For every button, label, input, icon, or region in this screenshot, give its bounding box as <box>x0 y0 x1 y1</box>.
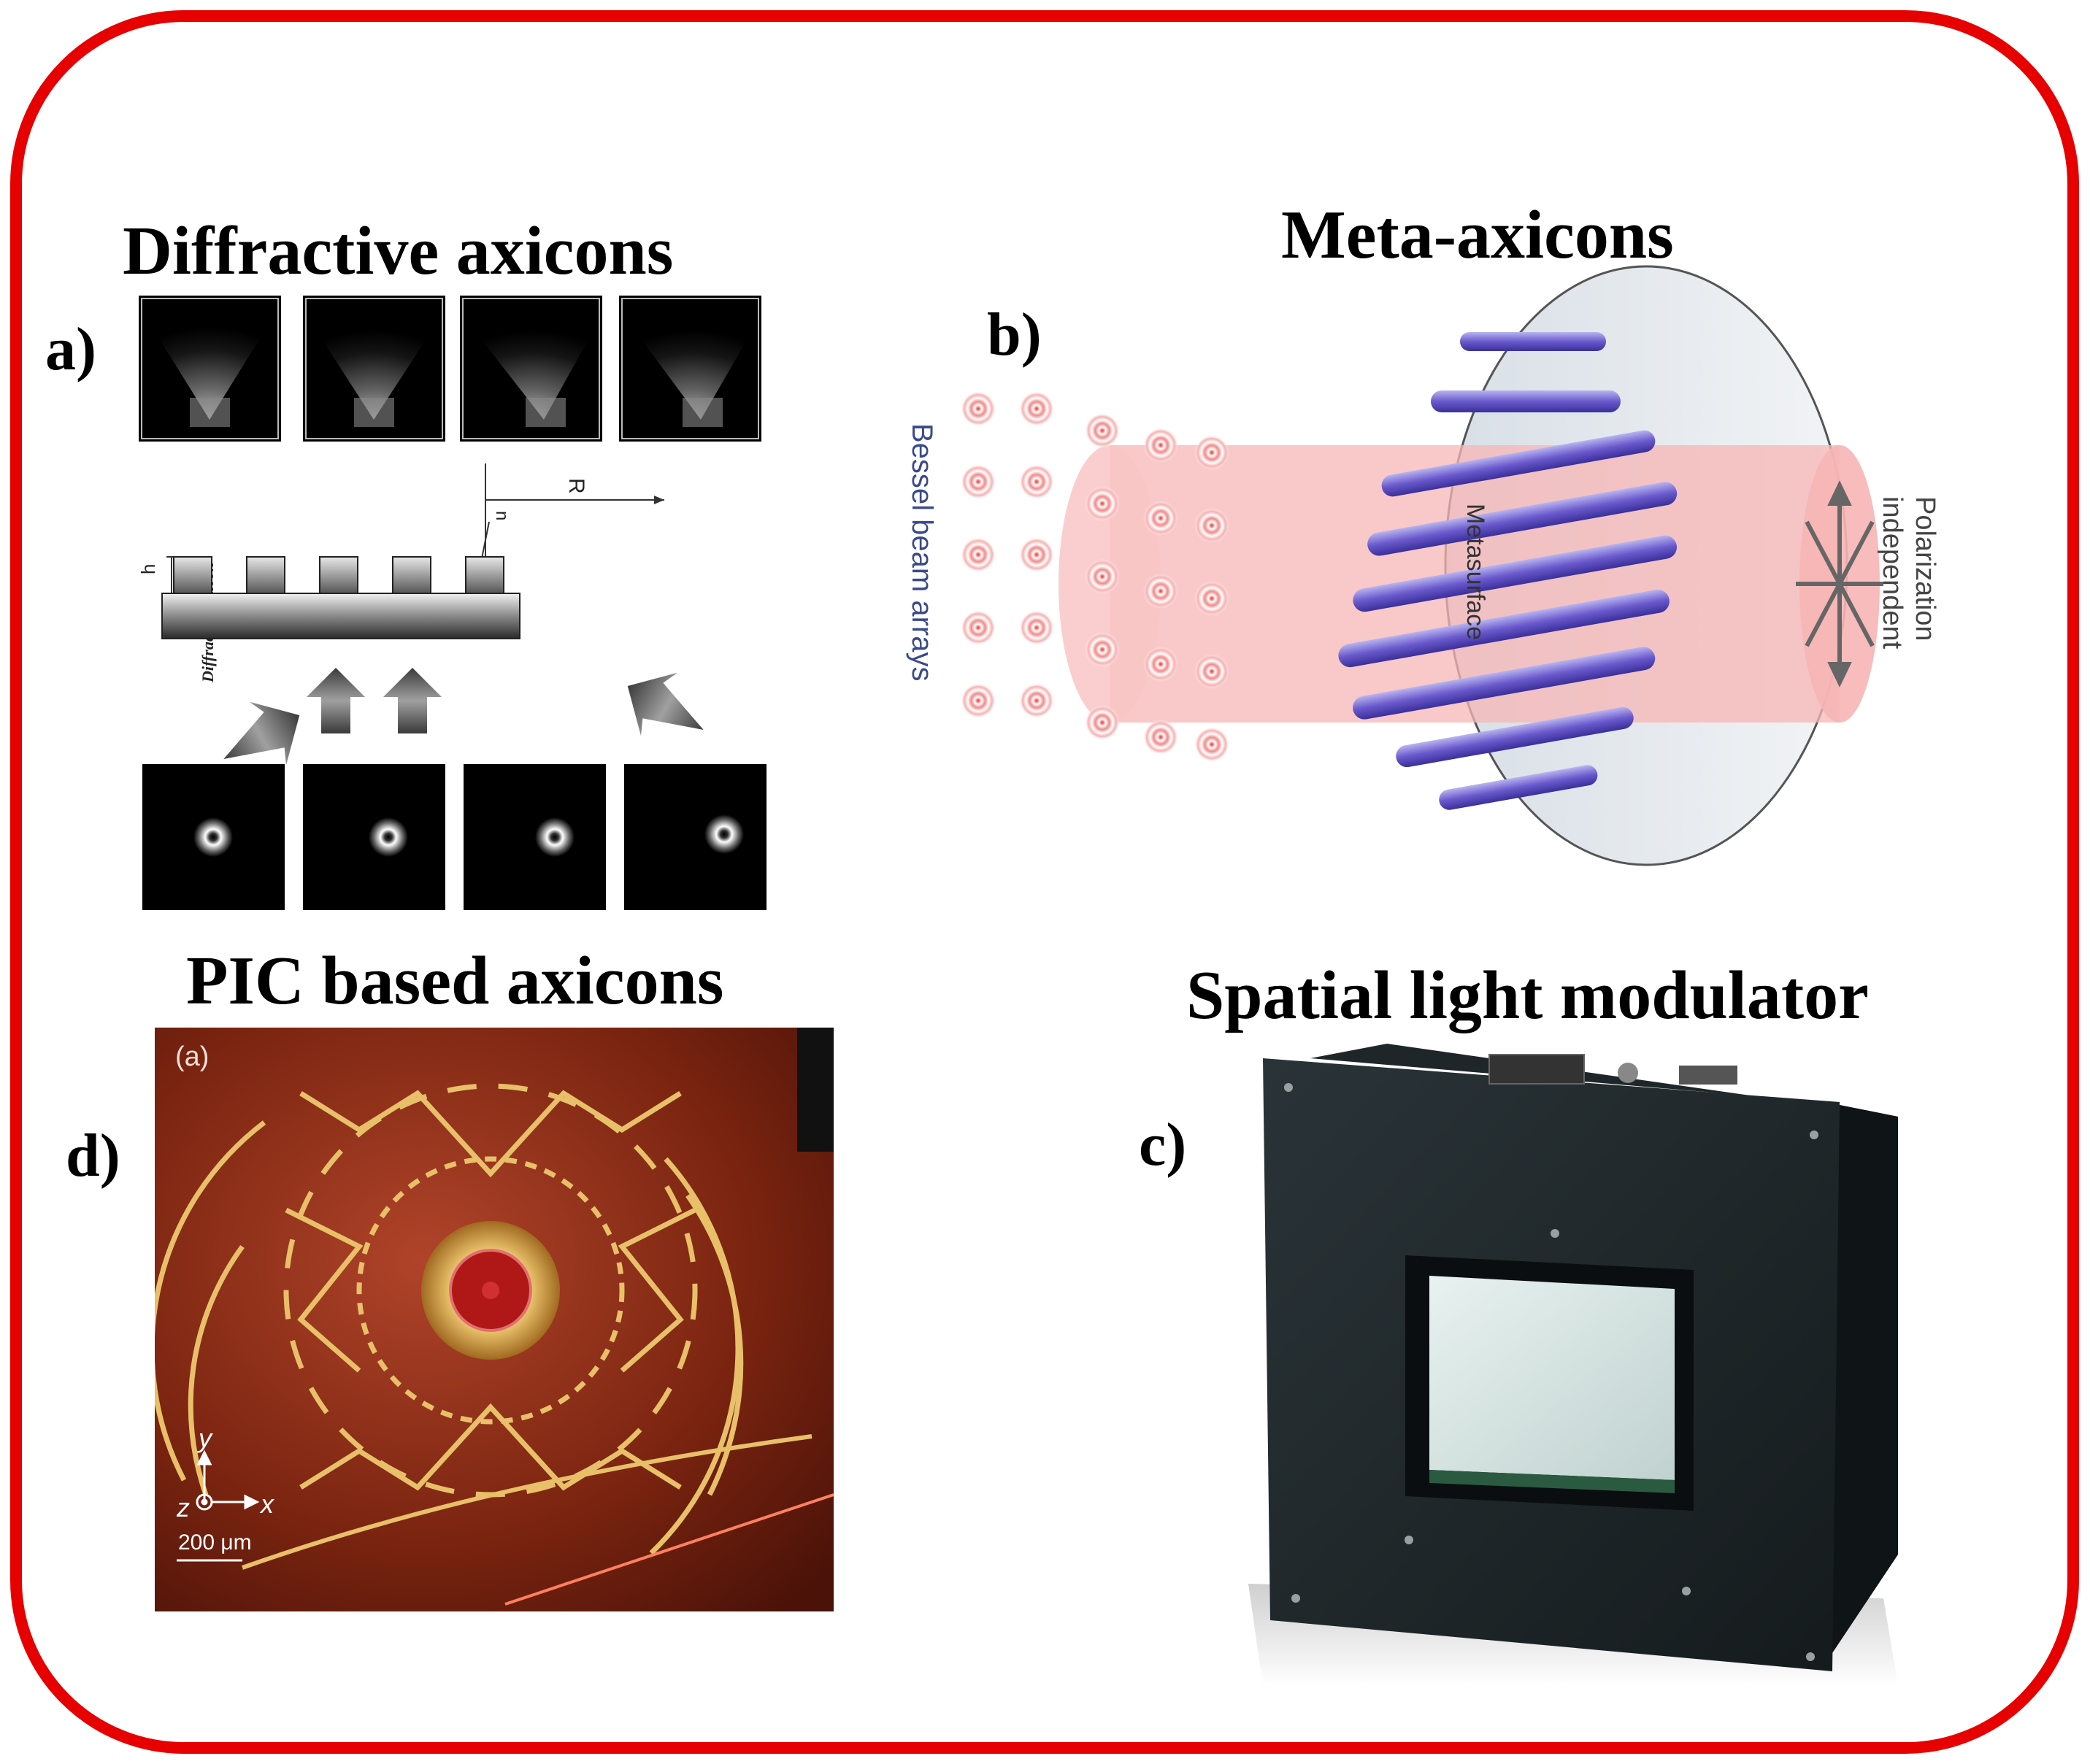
axis-y-label: y <box>196 1423 213 1453</box>
intensity-pattern-2 <box>303 296 445 442</box>
panel-a-letter: a) <box>45 315 96 383</box>
pic-axis-indicator <box>177 1449 260 1562</box>
label-independent: independent <box>1877 496 1907 650</box>
beam-profile-1 <box>142 764 285 910</box>
pic-title: PIC based axicons <box>186 943 724 1019</box>
intensity-pattern-1 <box>139 296 281 442</box>
intensity-pattern-3 <box>460 296 602 442</box>
label-R: R <box>564 478 588 494</box>
label-h: h <box>137 564 159 574</box>
meta-axicon-diagram: Bessel beam arrays Metasurface Polarizat… <box>906 265 1940 866</box>
panel-d-letter: d) <box>66 1122 120 1190</box>
label-metasurface: Metasurface <box>1461 504 1489 640</box>
slm-screws <box>1284 1083 1818 1661</box>
polarization-arrows <box>1796 480 1883 688</box>
label-n: n <box>492 511 512 520</box>
slm-device-photo <box>1248 1044 1898 1686</box>
grating-substrate <box>161 593 520 639</box>
label-bessel-beam-arrays: Bessel beam arrays <box>906 423 938 681</box>
meta-title: Meta-axicons <box>1281 197 1674 273</box>
incident-arrows <box>223 668 704 766</box>
nanopillar-array <box>1338 332 1678 810</box>
beam-profile-3 <box>464 764 606 910</box>
panel-b-letter: b) <box>987 301 1042 369</box>
grating-teeth <box>173 556 504 594</box>
axis-x-label: x <box>259 1489 275 1519</box>
diffractive-title: Diffractive axicons <box>123 213 674 289</box>
scale-bar-label: 200 μm <box>178 1530 252 1555</box>
intensity-pattern-4 <box>619 296 761 442</box>
diffractive-axicon-diagram: R n h Diffractive axicon <box>137 296 767 910</box>
panel-c-letter: c) <box>1139 1111 1187 1179</box>
waveguide-pattern <box>155 1083 834 1606</box>
label-polarization: Polarization <box>1910 496 1940 642</box>
pic-axicon-photo: (a) y z x 200 μm <box>155 1028 834 1611</box>
bessel-beam-dots <box>961 391 1229 762</box>
slm-title: Spatial light modulator <box>1186 958 1869 1033</box>
pic-sub-label: (a) <box>175 1041 209 1072</box>
slm-active-area <box>1429 1276 1675 1480</box>
axis-z-label: z <box>176 1493 190 1522</box>
beam-profile-4 <box>624 764 767 910</box>
beam-profile-2 <box>303 764 445 910</box>
